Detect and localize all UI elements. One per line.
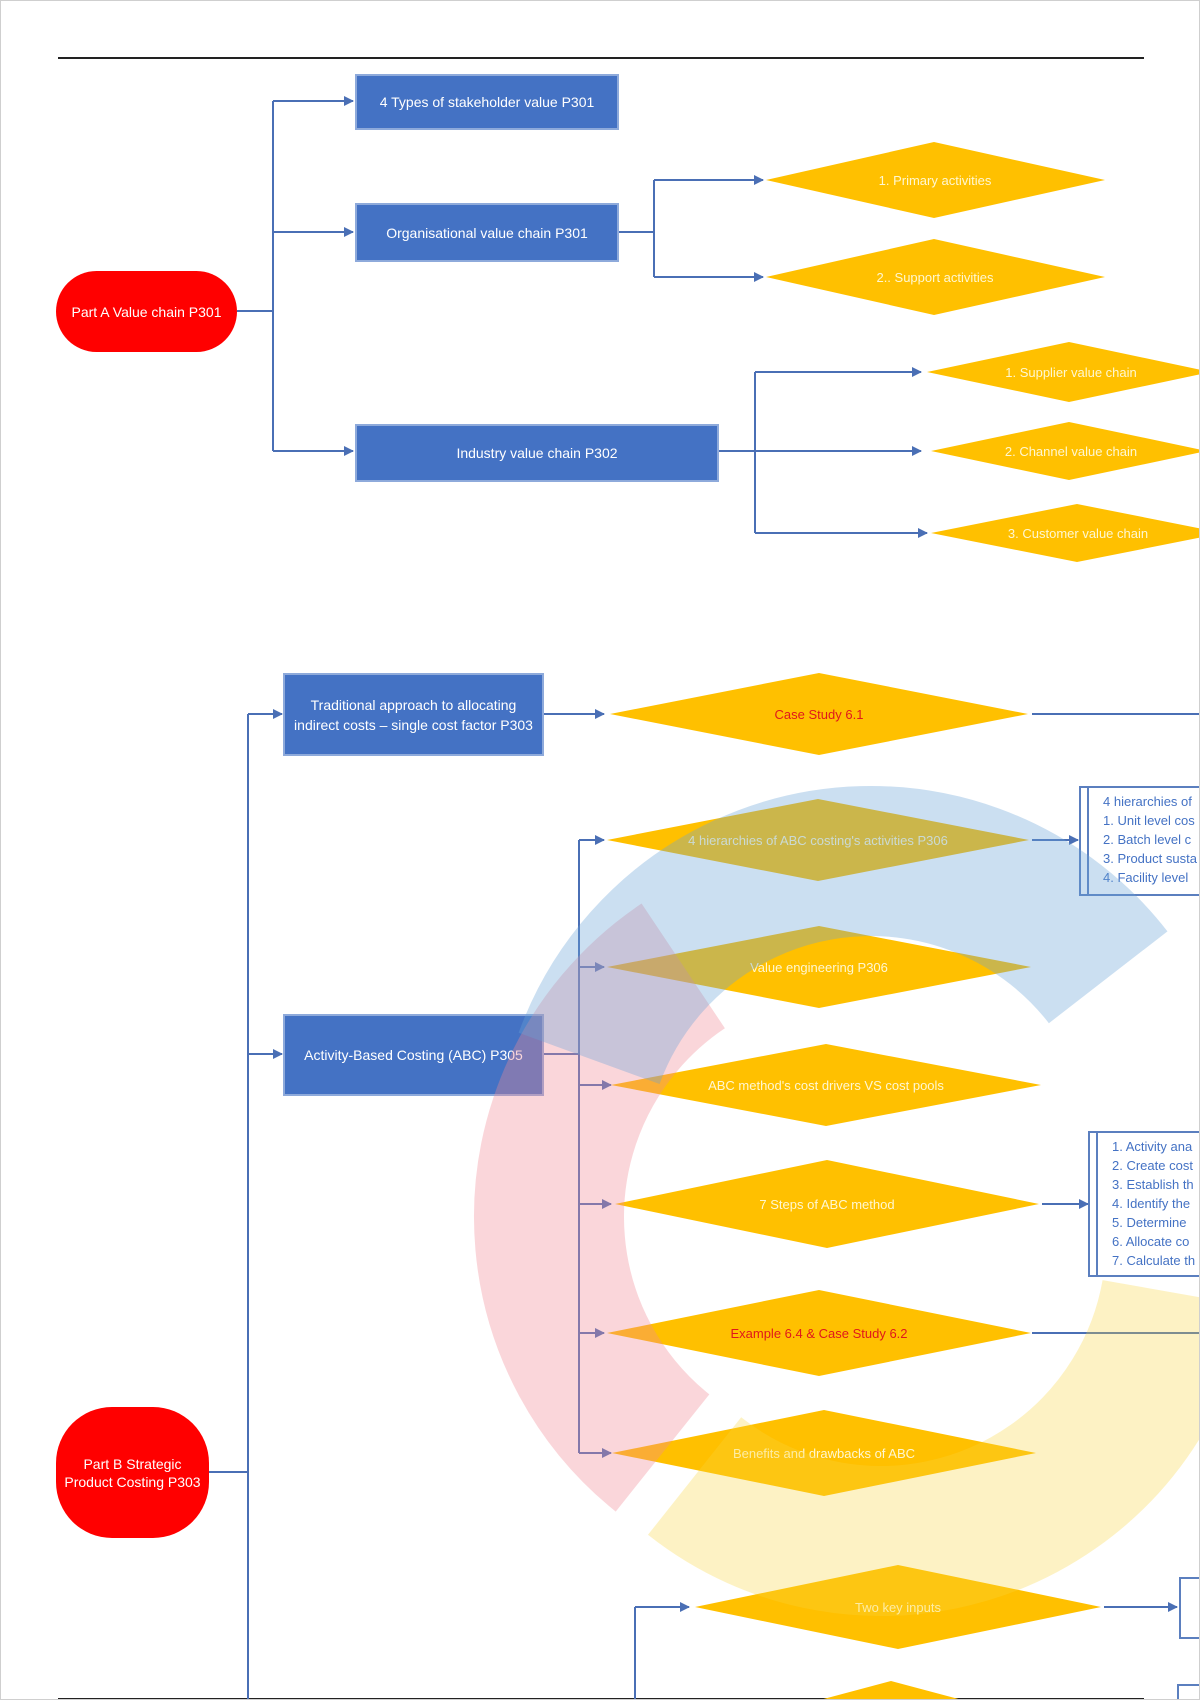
list-item: 1. Activity ana <box>1112 1139 1193 1154</box>
support-activities-label: 2.. Support activities <box>876 269 994 285</box>
industry-value-chain-label: Industry value chain P302 <box>456 445 618 461</box>
traditional-approach-label: Traditional approach to allocating indir… <box>294 696 533 733</box>
diamond-value-engineering <box>607 926 1031 1008</box>
seven-steps-list-box: 1. Activity ana 2. Create cost 3. Establis… <box>1088 1131 1199 1277</box>
diamond-two-key-inputs <box>695 1565 1101 1649</box>
list-item: 2. Create cost <box>1112 1158 1193 1173</box>
diamond-customer-value-chain <box>931 504 1199 562</box>
list-item: 4. Facility level <box>1103 870 1189 885</box>
benefits-drawbacks-label: Benefits and drawbacks of ABC <box>732 1445 916 1461</box>
primary-activities-label: 1. Primary activities <box>878 172 992 188</box>
abc-label: Activity-Based Costing (ABC) P305 <box>304 1047 523 1063</box>
list-item: 4 hierarchies of <box>1103 794 1192 809</box>
part-b-strategic-costing-node: Part B Strategic Product Costing P303 <box>56 1407 209 1538</box>
bottom-rule <box>58 1698 1144 1699</box>
diamond-seven-steps <box>615 1160 1039 1248</box>
list-item: 5. Determine <box>1112 1215 1187 1230</box>
seven-steps-label: 7 Steps of ABC method <box>759 1196 895 1212</box>
diamond-cost-drivers <box>611 1044 1041 1126</box>
list-box-bar <box>1090 1133 1098 1275</box>
industry-value-chain-box: Industry value chain P302 <box>355 424 719 482</box>
diamond-example-6-4 <box>607 1290 1031 1376</box>
partial-box-two-key-inputs <box>1179 1577 1199 1639</box>
organisational-value-chain-label: Organisational value chain P301 <box>386 224 588 241</box>
list-item: 2. Batch level c <box>1103 832 1192 847</box>
organisational-value-chain-box: Organisational value chain P301 <box>355 203 619 262</box>
diamond-hierarchies <box>607 799 1029 881</box>
stakeholder-value-label: 4 Types of stakeholder value P301 <box>379 94 595 110</box>
list-item: 7. Calculate th <box>1112 1253 1196 1268</box>
diamond-partial-bottom <box>823 1681 959 1699</box>
list-item: 3. Establish th <box>1112 1177 1194 1192</box>
list-item: 1. Unit level cos <box>1103 813 1195 828</box>
diamond-case-study-6-1 <box>610 673 1028 755</box>
example-6-4-label: Example 6.4 & Case Study 6.2 <box>730 1325 908 1341</box>
part-b-title: Part B Strategic Product Costing P303 <box>64 1455 201 1490</box>
diamond-benefits <box>612 1410 1036 1496</box>
hierarchies-label: 4 hierarchies of ABC costing's activitie… <box>688 832 948 848</box>
part-a-title: Part A Value chain P301 <box>71 303 222 320</box>
case-study-6-1-label: Case Study 6.1 <box>774 706 864 722</box>
diamond-supplier-value-chain <box>927 342 1199 402</box>
value-engineering-label: Value engineering P306 <box>750 959 888 975</box>
list-item: 3. Product susta <box>1103 851 1197 866</box>
list-box-bar <box>1081 788 1089 894</box>
diamond-support-activities <box>766 239 1105 315</box>
traditional-approach-box: Traditional approach to allocating indir… <box>283 673 544 756</box>
partial-box-bottom <box>1177 1684 1199 1699</box>
stakeholder-value-box: 4 Types of stakeholder value P301 <box>355 74 619 130</box>
cost-drivers-label: ABC method's cost drivers VS cost pools <box>708 1077 944 1093</box>
supplier-value-chain-label: 1. Supplier value chain <box>1005 364 1137 380</box>
abc-box: Activity-Based Costing (ABC) P305 <box>283 1014 544 1096</box>
top-rule <box>58 57 1144 59</box>
channel-value-chain-label: 2. Channel value chain <box>1004 443 1138 459</box>
diamond-primary-activities <box>766 142 1105 218</box>
list-item: 6. Allocate co <box>1112 1234 1190 1249</box>
two-key-inputs-label: Two key inputs <box>855 1599 941 1615</box>
seven-steps-list: 1. Activity ana 2. Create cost 3. Establis… <box>1098 1137 1199 1270</box>
list-item: 4. Identify the <box>1112 1196 1191 1211</box>
customer-value-chain-label: 3. Customer value chain <box>1007 525 1149 541</box>
diamond-channel-value-chain <box>931 422 1199 480</box>
hierarchies-list-box: 4 hierarchies of 1. Unit level cos 2. Batc… <box>1079 786 1199 896</box>
part-a-value-chain-node: Part A Value chain P301 <box>56 271 237 352</box>
hierarchies-list: 4 hierarchies of 1. Unit level cos 2. Batc… <box>1089 792 1199 887</box>
